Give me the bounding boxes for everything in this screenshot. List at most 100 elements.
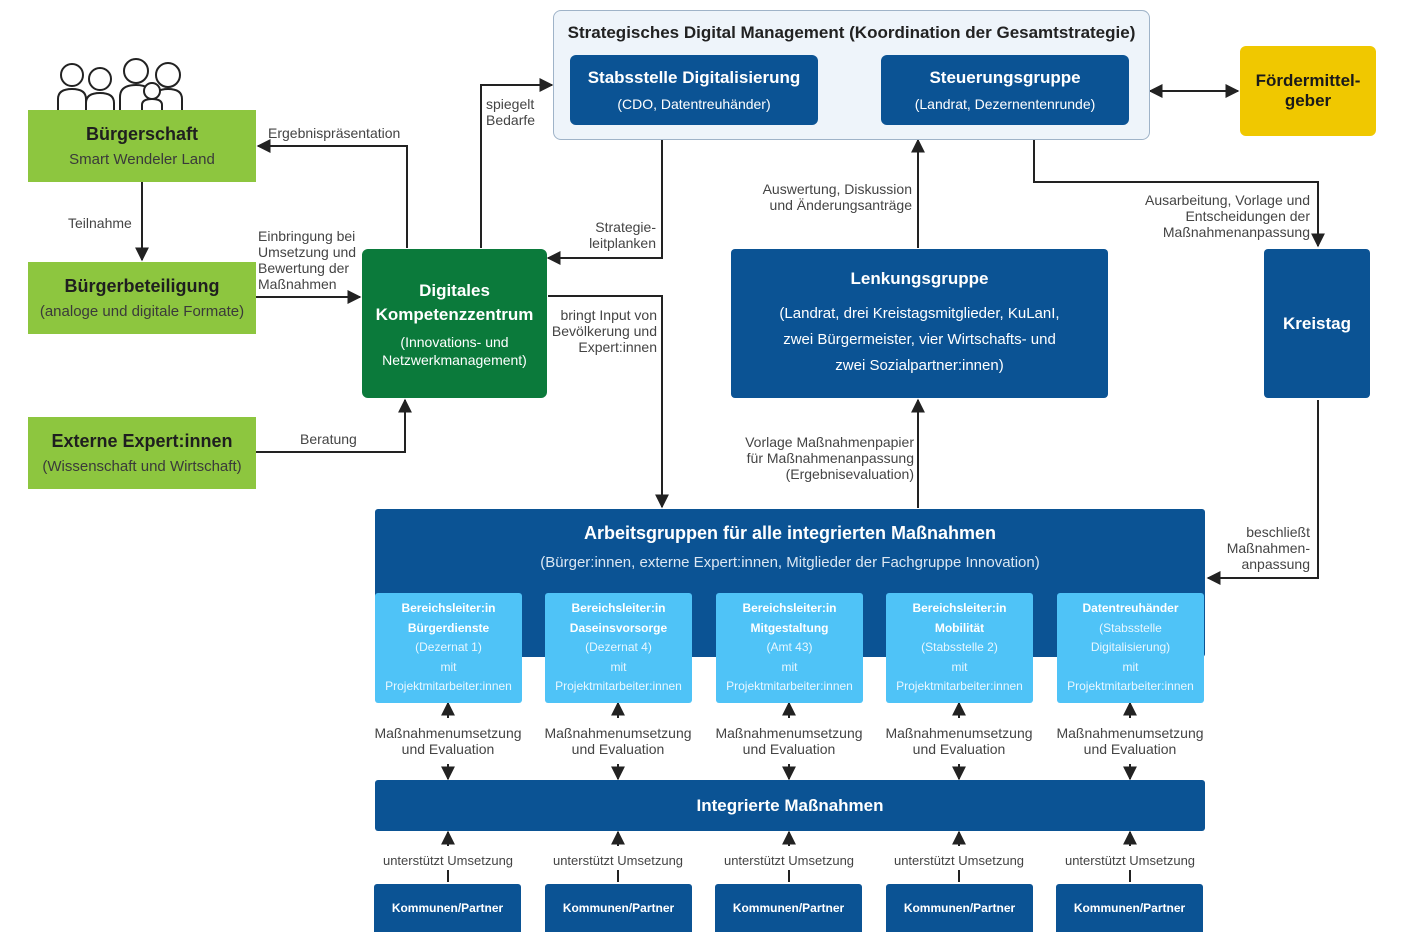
bereich-role: Bereichsleiter:in [401,601,496,616]
ausarbeitung-line1: Ausarbeitung, Vorlage und [1144,192,1310,208]
dkz-line2: Kompetenzzentrum [375,304,534,324]
integrierte-massnahmen-box[interactable]: Integrierte Maßnahmen [375,780,1205,831]
bereich-role: Bereichsleiter:in [912,601,1007,616]
integrierte-massnahmen-title: Integrierte Maßnahmen [696,795,884,815]
bereich-unit: (Dezernat 1) [415,640,482,655]
auswertung-label: Auswertung, Diskussion und Änderungsantr… [730,181,912,213]
kommunen-label: Kommunen/Partner [903,901,1016,915]
einbringung-line1: Einbringung bei [258,228,356,244]
stabsstelle-title: Stabsstelle Digitalisierung [587,68,801,87]
kommunen-partner-box[interactable]: Kommunen/Partner [1056,884,1203,932]
unterstuetzt-label: unterstützt Umsetzung [723,853,855,868]
vorlage-line2: für Maßnahmenanpassung [746,450,914,466]
auswertung-line1: Auswertung, Diskussion [762,181,912,197]
kommunen-partner-box[interactable]: Kommunen/Partner [545,884,692,932]
buergerschaft-box[interactable]: Bürgerschaft Smart Wendeler Land [28,110,256,182]
bereich-team: Projektmitarbeiter:innen [896,679,1023,694]
strategie-line1: Strategie- [595,219,656,235]
kreistag-title: Kreistag [1282,313,1352,333]
lenkungsgruppe-sub3: zwei Sozialpartner:innen) [835,356,1004,374]
bereich-area: Mitgestaltung [750,620,829,635]
lenkungsgruppe-box[interactable]: Lenkungsgruppe (Landrat, drei Kreistagsm… [731,249,1108,398]
kommunen-label: Kommunen/Partner [391,901,504,915]
unterstuetzt-label: unterstützt Umsetzung [552,853,684,868]
unterstuetzt-label: unterstützt Umsetzung [382,853,514,868]
buergerschaft-sub: Smart Wendeler Land [69,151,215,168]
kommunen-partner-box[interactable]: Kommunen/Partner [374,884,521,932]
bereich-mit: mit [440,659,457,674]
arbeitsgruppen-sub: (Bürger:innen, externe Expert:innen, Mit… [540,554,1040,571]
ergebnispraesentation-label: Ergebnispräsentation [268,125,401,141]
massnahmen-label-line2: und Evaluation [571,741,665,757]
buergerbeteiligung-sub: (analoge und digitale Formate) [39,303,245,320]
kommunen-partner-box[interactable]: Kommunen/Partner [715,884,862,932]
ausarbeitung-label: Ausarbeitung, Vorlage und Entscheidungen… [1110,192,1310,240]
unterstuetzt-label: unterstützt Umsetzung [893,853,1025,868]
buergerschaft-title: Bürgerschaft [85,124,199,144]
steuerungsgruppe-title: Steuerungsgruppe [929,68,1081,87]
bereich-mitgestaltung-box[interactable]: Bereichsleiter:in Mitgestaltung (Amt 43)… [716,593,863,703]
ausarbeitung-line3: Maßnahmenanpassung [1162,224,1310,240]
kommunen-label: Kommunen/Partner [562,901,675,915]
massnahmen-label-line1: Maßnahmenumsetzung [715,725,863,741]
beschliesst-label: beschließt Maßnahmen- anpassung [1210,524,1310,572]
spiegelt-line1: spiegelt [486,96,535,112]
lenkungsgruppe-sub1: (Landrat, drei Kreistagsmitglieder, KuLa… [779,304,1060,322]
digitales-kompetenzzentrum-box[interactable]: Digitales Kompetenzzentrum (Innovations-… [362,249,547,398]
bereich-unit: (Amt 43) [766,640,813,655]
foerder-line2: geber [1284,91,1332,110]
foerdermittelgeber-box[interactable]: Fördermittel- geber [1240,46,1376,136]
beschliesst-line2: Maßnahmen- [1226,540,1310,556]
lenkungsgruppe-sub2: zwei Bürgermeister, vier Wirtschafts- un… [783,330,1056,348]
bereich-datentreuhaender-box[interactable]: Datentreuhänder (Stabsstelle Digitalisie… [1057,593,1204,703]
massnahmenumsetzung-label: Maßnahmenumsetzung und Evaluation [713,725,865,757]
massnahmenumsetzung-label: Maßnahmenumsetzung und Evaluation [542,725,694,757]
strategisches-management-title: Strategisches Digital Management (Koordi… [567,23,1136,42]
bereich-daseinsvorsorge-box[interactable]: Bereichsleiter:in Daseinsvorsorge (Dezer… [545,593,692,703]
foerder-line1: Fördermittel- [1255,71,1361,90]
bereich-buergerdienste-box[interactable]: Bereichsleiter:in Bürgerdienste (Dezerna… [375,593,522,703]
massnahmen-label-line1: Maßnahmenumsetzung [374,725,522,741]
dkz-line1: Digitales [419,280,490,300]
stabsstelle-digitalisierung-box[interactable]: Stabsstelle Digitalisierung (CDO, Datent… [570,55,818,125]
bereich-role: Bereichsleiter:in [742,601,837,616]
auswertung-line2: und Änderungsanträge [769,197,912,213]
bereich-mit: mit [781,659,798,674]
kommunen-partner-box[interactable]: Kommunen/Partner [886,884,1033,932]
bereich-area: Daseinsvorsorge [569,620,668,635]
externe-experten-title: Externe Expert:innen [51,431,233,451]
dkz-sub2: Netzwerkmanagement) [382,351,527,368]
bereich-mobilitaet-box[interactable]: Bereichsleiter:in Mobilität (Stabsstelle… [886,593,1033,703]
einbringung-line3: Bewertung der [258,260,350,276]
bereich-unit-2: Digitalisierung) [1090,640,1171,655]
kreistag-box[interactable]: Kreistag [1264,249,1370,398]
stabsstelle-sub: (CDO, Datentreuhänder) [617,96,771,112]
kommunen-label: Kommunen/Partner [1073,901,1186,915]
externe-experten-box[interactable]: Externe Expert:innen (Wissenschaft und W… [28,417,256,489]
beschliesst-line3: anpassung [1241,556,1310,572]
einbringung-label: Einbringung bei Umsetzung und Bewertung … [258,228,356,292]
massnahmen-label-line1: Maßnahmenumsetzung [885,725,1033,741]
buergerbeteiligung-title: Bürgerbeteiligung [64,276,220,296]
beschliesst-line1: beschließt [1246,524,1310,540]
lenkungsgruppe-title: Lenkungsgruppe [850,268,989,288]
vorlage-line3: (Ergebnisevaluation) [785,466,914,482]
kommunen-label: Kommunen/Partner [732,901,845,915]
bereich-team: Projektmitarbeiter:innen [385,679,512,694]
bereich-team: Projektmitarbeiter:innen [555,679,682,694]
vorlage-label: Vorlage Maßnahmenpapier für Maßnahmenanp… [714,434,914,482]
unterstuetzt-label: unterstützt Umsetzung [1064,853,1196,868]
massnahmen-label-line1: Maßnahmenumsetzung [1056,725,1204,741]
massnahmenumsetzung-label: Maßnahmenumsetzung und Evaluation [1054,725,1206,757]
steuerungsgruppe-box[interactable]: Steuerungsgruppe (Landrat, Dezernentenru… [881,55,1129,125]
bereich-mit: mit [951,659,968,674]
spiegelt-bedarfe-label: spiegelt Bedarfe [486,96,535,128]
buergerbeteiligung-box[interactable]: Bürgerbeteiligung (analoge und digitale … [28,262,256,334]
externe-experten-sub: (Wissenschaft und Wirtschaft) [42,458,242,475]
einbringung-line4: Maßnahmen [258,276,337,292]
einbringung-line2: Umsetzung und [258,244,357,260]
beratung-label: Beratung [300,431,357,447]
teilnahme-label: Teilnahme [68,215,132,231]
bereich-role: Bereichsleiter:in [571,601,666,616]
